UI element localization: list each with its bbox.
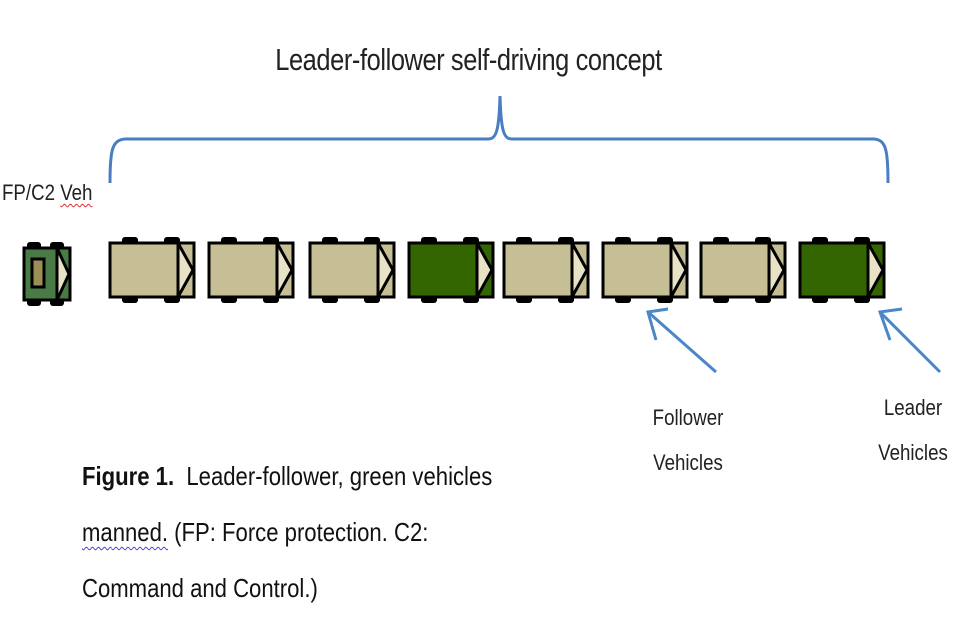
cab-chevron — [669, 242, 688, 298]
leader-annotation-line1: Leader — [883, 395, 943, 420]
follower-vehicle — [308, 237, 396, 303]
fp-label-prefix: FP/C2 — [2, 180, 61, 205]
diagram-title-text: Leader-follower self-driving concept — [275, 42, 662, 77]
follower-annotation-line1: Follower — [652, 405, 724, 430]
windshield — [868, 245, 882, 295]
cab-chevron — [376, 242, 395, 298]
figure-caption: Figure 1. Leader-follower, green vehicle… — [82, 448, 609, 616]
cab-chevron — [275, 242, 294, 298]
caption-figure-label: Figure 1. — [82, 461, 175, 491]
convoy-vehicles — [108, 237, 886, 303]
cab-chevron — [767, 242, 786, 298]
leader-vehicle — [798, 237, 886, 303]
fp-c2-vehicle-label: FP/C2 Veh — [2, 180, 92, 206]
cab-chevron — [570, 242, 589, 298]
follower-annotation-line2: Vehicles — [653, 450, 723, 475]
leader-vehicle — [407, 237, 495, 303]
follower-vehicle — [108, 237, 196, 303]
diagram-title: Leader-follower self-driving concept — [75, 42, 862, 78]
windshield — [671, 245, 685, 295]
turret-hatch — [30, 257, 46, 289]
caption-line2-text: (FP: Force protection. C2: — [168, 517, 429, 547]
leader-arrow — [877, 307, 942, 374]
caption-line-1: Figure 1. Leader-follower, green vehicle… — [82, 448, 609, 504]
cab-chevron — [475, 242, 494, 298]
leader-vehicles-annotation: Leader Vehicles — [866, 385, 960, 475]
follower-vehicle — [207, 237, 295, 303]
windshield — [178, 245, 192, 295]
caption-line1-text: Leader-follower, green vehicles — [174, 461, 493, 491]
windshield — [572, 245, 586, 295]
caption-line-2: manned. (FP: Force protection. C2: — [82, 504, 609, 560]
fp-label-flagged-word: Veh — [60, 180, 93, 205]
windshield — [378, 245, 392, 295]
windshield — [769, 245, 783, 295]
follower-arrow — [646, 307, 717, 374]
cab-chevron — [866, 242, 885, 298]
caption-flagged-word: manned. — [82, 517, 169, 547]
follower-vehicle — [601, 237, 689, 303]
windshield — [57, 250, 68, 298]
windshield — [477, 245, 491, 295]
windshield — [277, 245, 291, 295]
follower-vehicle — [502, 237, 590, 303]
convoy-brace — [108, 95, 890, 184]
cab-chevron — [55, 247, 71, 301]
leader-annotation-line2: Vehicles — [878, 440, 948, 465]
caption-line-3: Command and Control.) — [82, 573, 318, 603]
follower-vehicle — [699, 237, 787, 303]
follower-vehicles-annotation: Follower Vehicles — [637, 395, 739, 485]
fp-c2-vehicle — [22, 242, 72, 306]
cab-chevron — [176, 242, 195, 298]
